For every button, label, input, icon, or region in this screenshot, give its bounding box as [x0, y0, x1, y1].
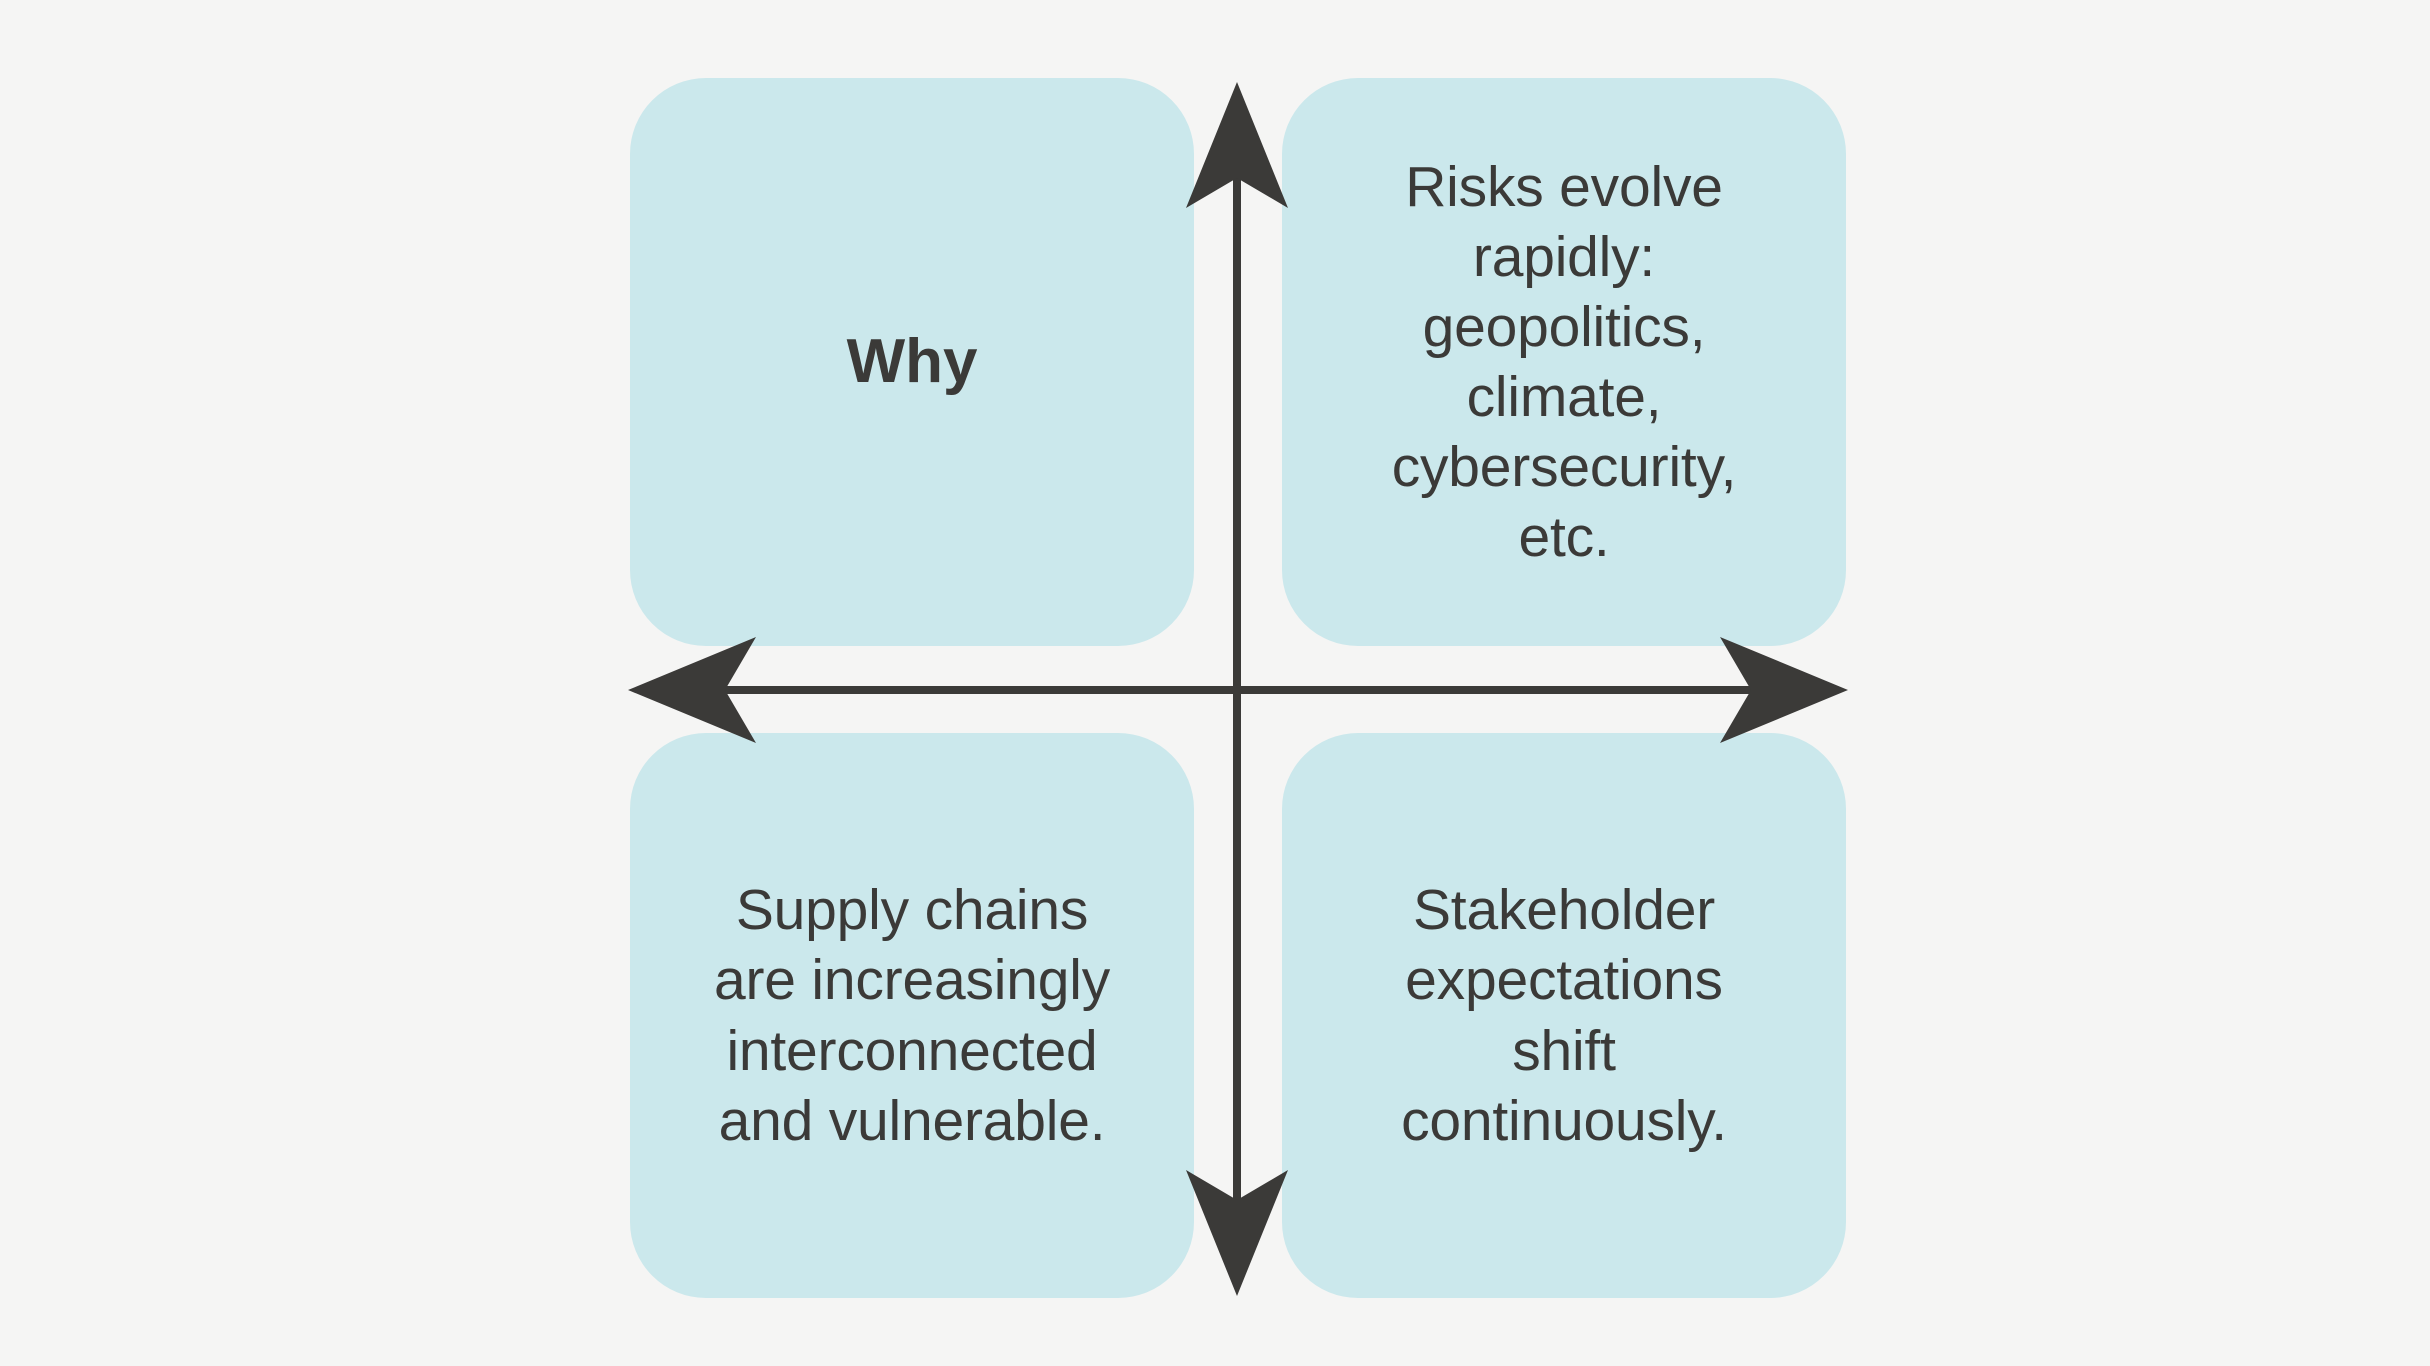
- quadrant-top-left-label: Why: [846, 326, 978, 396]
- quadrant-top-right[interactable]: Risks evolve rapidly: geopolitics, clima…: [1282, 78, 1846, 646]
- quadrant-bottom-left[interactable]: Supply chains are increasingly interconn…: [630, 733, 1194, 1298]
- arrow-up-icon: [1186, 82, 1288, 208]
- quadrant-bottom-right[interactable]: Stakeholder expectations shift continuou…: [1282, 733, 1846, 1298]
- quadrant-bottom-right-label: Stakeholder expectations shift continuou…: [1401, 878, 1727, 1153]
- quadrant-bottom-left-label: Supply chains are increasingly interconn…: [714, 878, 1110, 1153]
- arrow-left-icon: [628, 637, 756, 743]
- arrow-down-icon: [1186, 1170, 1288, 1296]
- quadrant-top-left[interactable]: Why: [630, 78, 1194, 646]
- arrow-right-icon: [1720, 637, 1848, 743]
- quadrant-top-right-label: Risks evolve rapidly: geopolitics, clima…: [1391, 154, 1737, 570]
